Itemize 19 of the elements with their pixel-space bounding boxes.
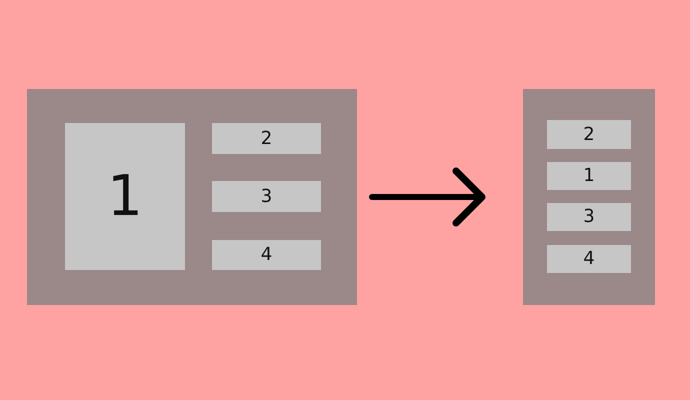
block-number: 3 [260, 188, 272, 206]
block-number: 1 [583, 167, 595, 185]
content-block [212, 123, 321, 154]
block-number: 3 [583, 208, 595, 226]
block-number: 2 [260, 130, 272, 148]
content-block [212, 240, 321, 270]
content-block [547, 245, 631, 273]
content-block [547, 120, 631, 149]
block-number: 1 [107, 168, 143, 224]
content-block [547, 203, 631, 231]
block-number: 2 [583, 126, 595, 144]
content-block [212, 181, 321, 212]
content-block [547, 162, 631, 190]
arrow [369, 168, 486, 226]
block-number: 4 [260, 246, 272, 264]
layout-panel [27, 89, 357, 305]
content-block [65, 123, 185, 270]
block-number: 4 [583, 250, 595, 268]
layout-panel [523, 89, 655, 305]
